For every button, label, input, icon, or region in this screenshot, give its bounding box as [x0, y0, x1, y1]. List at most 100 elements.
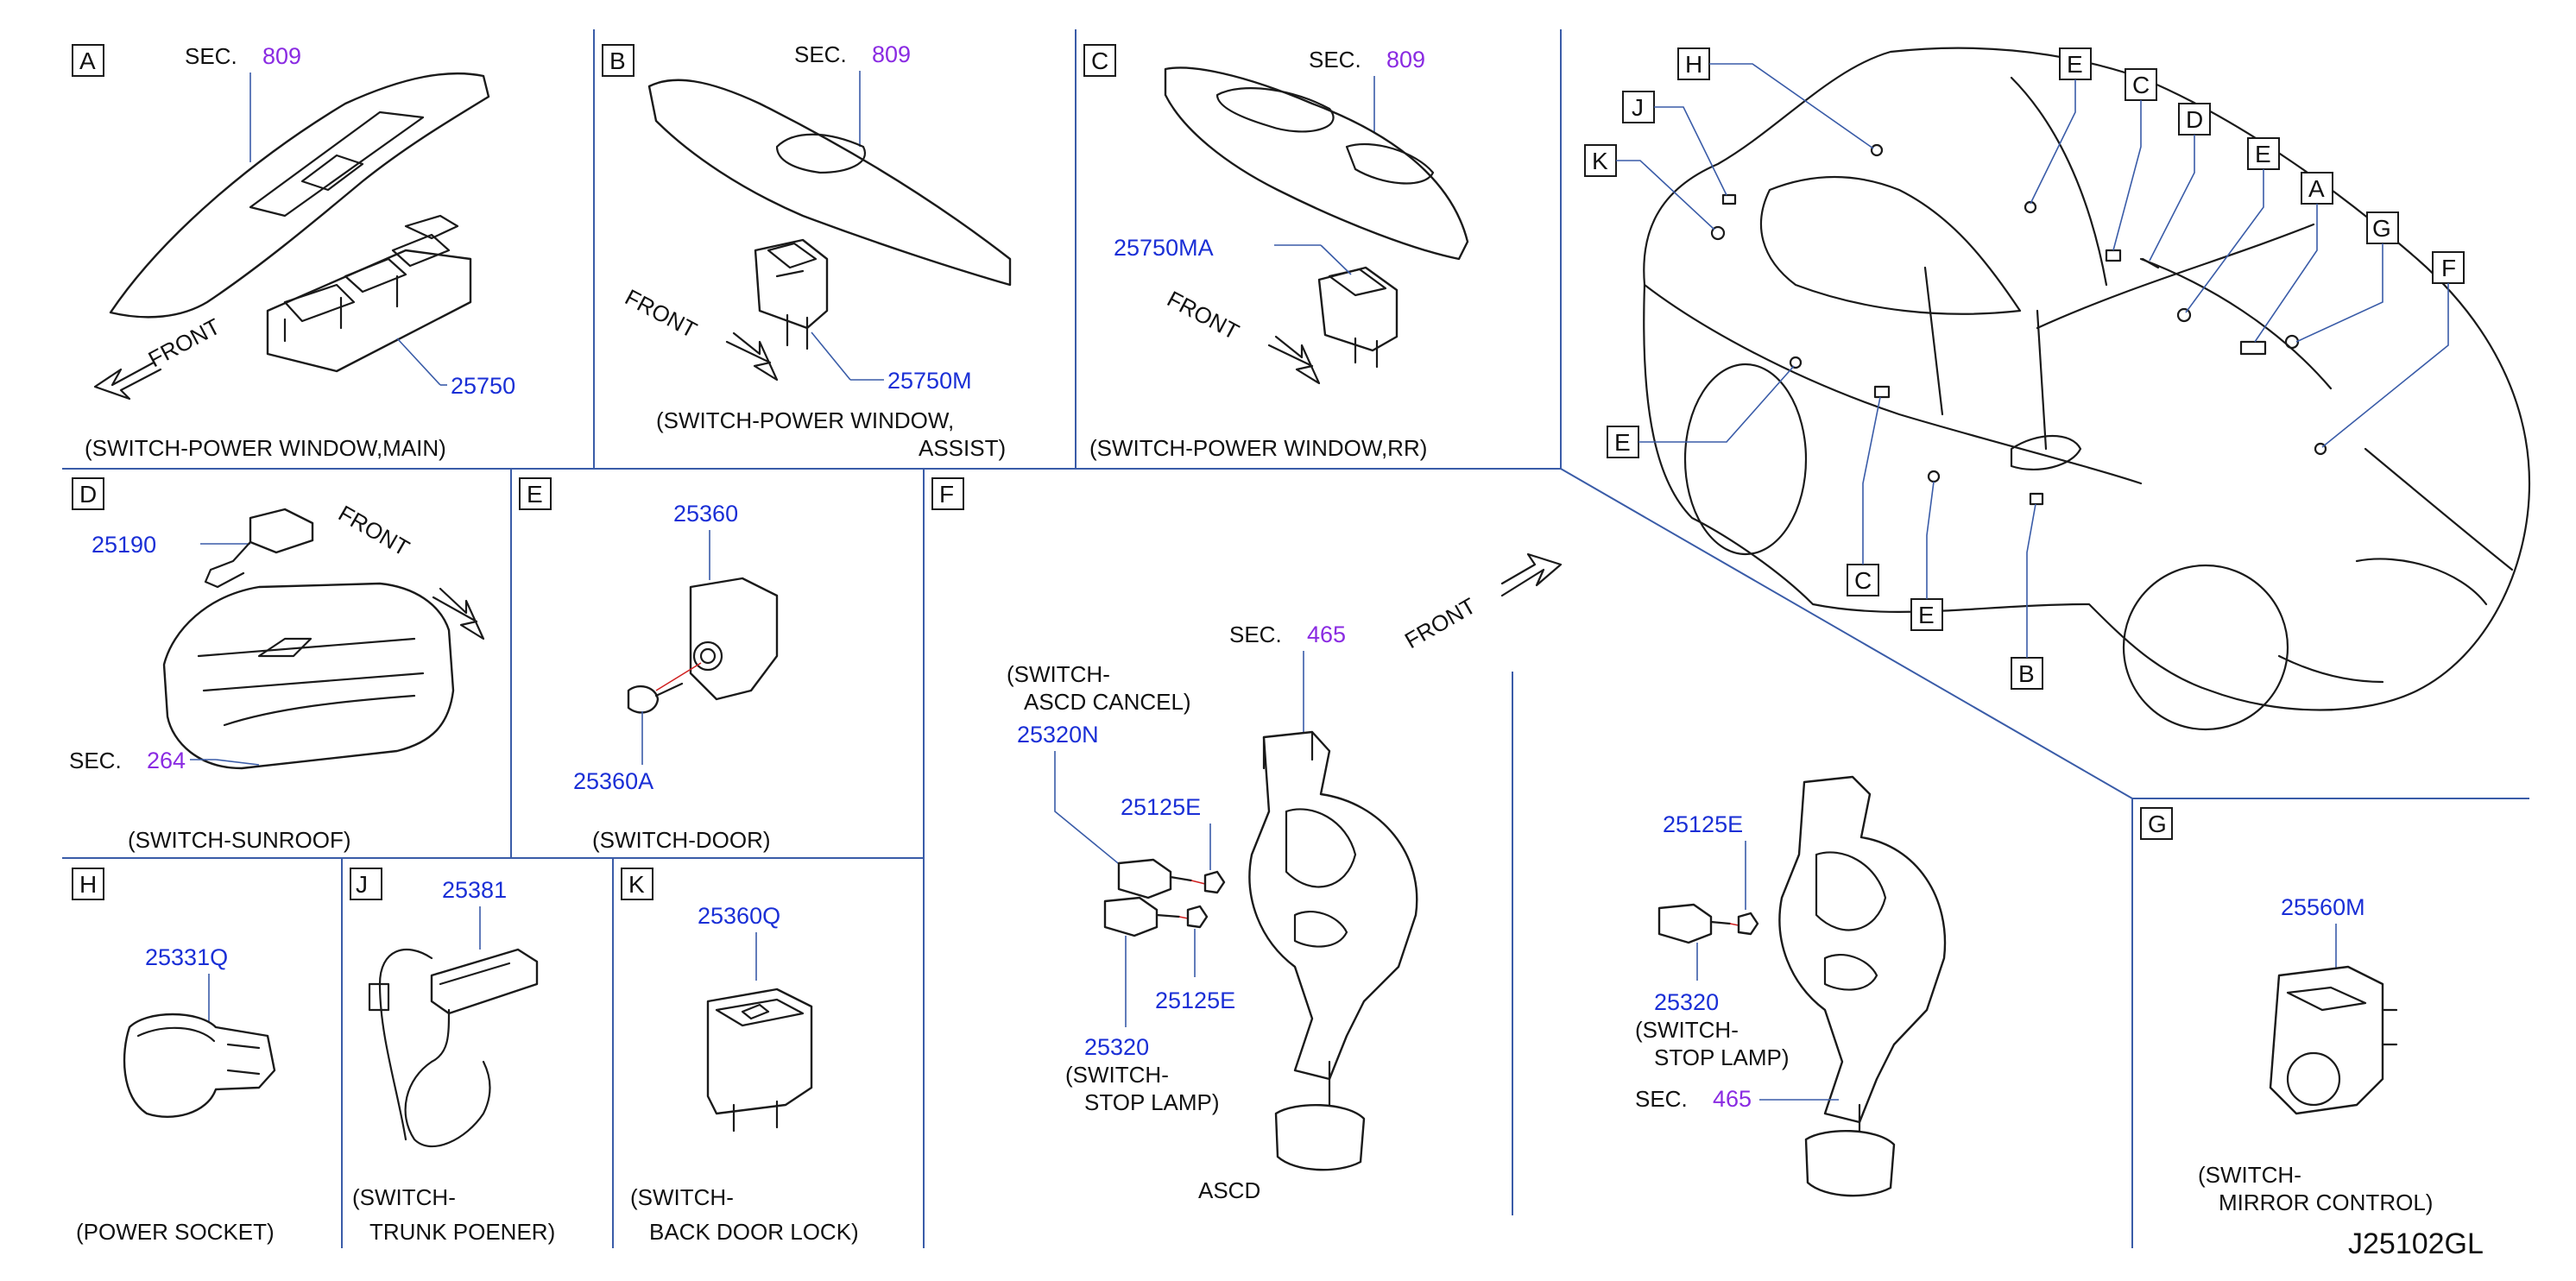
panel-c-sec-no: 809 [1386, 47, 1425, 73]
callout-g: G [2372, 215, 2391, 242]
panel-j-letter: J [356, 871, 368, 898]
panel-g-caption1: (SWITCH- [2198, 1162, 2301, 1188]
brake-pedal-pad-right [1804, 1129, 1896, 1197]
panel-j-caption1: (SWITCH- [352, 1184, 456, 1210]
car-switch-markers [1710, 143, 2327, 506]
panel-f-part-nut1: 25125E [1121, 794, 1201, 820]
panel-h-part: 25331Q [145, 944, 228, 970]
panel-f-cancel1: (SWITCH- [1007, 661, 1110, 687]
panel-k-part: 25360Q [698, 903, 780, 929]
panel-f-r-stop2: STOP LAMP) [1654, 1044, 1790, 1070]
panel-f-front: FRONT [1400, 592, 1481, 653]
panel-d-sec-no: 264 [147, 748, 186, 773]
mirror-control-switch [2269, 965, 2384, 1115]
panel-h: H 25331Q (POWER SOCKET) [72, 868, 276, 1245]
callout-j: J [1632, 94, 1644, 121]
callout-k: K [1592, 148, 1608, 174]
panel-f-part-nut2: 25125E [1155, 988, 1235, 1013]
power-socket [123, 1013, 276, 1118]
panel-j: J 25381 (SWITCH- TRUNK POENER) [350, 868, 555, 1245]
car-body-outline [1643, 47, 2531, 711]
window-switch-main [266, 249, 472, 373]
panel-g-letter: G [2148, 811, 2167, 837]
front-arrow-icon [432, 587, 485, 640]
panel-a-part: 25750 [451, 373, 515, 399]
callout-e-left: E [1614, 429, 1631, 456]
panel-k-letter: K [628, 871, 645, 898]
panel-j-part: 25381 [442, 877, 507, 903]
panel-e-part1: 25360 [673, 501, 738, 527]
panel-c: C SEC. 809 25750MA FRONT (SWITCH-POWER W… [1083, 44, 1469, 461]
panel-d-part: 25190 [92, 532, 156, 558]
callout-c-bottom: C [1854, 567, 1872, 594]
callout-e-mid: E [2255, 141, 2271, 167]
roof-console [162, 582, 455, 770]
panel-c-caption: (SWITCH-POWER WINDOW,RR) [1089, 435, 1427, 461]
panel-f-part-cancel: 25320N [1017, 722, 1099, 748]
panel-c-sec: SEC. [1309, 47, 1361, 73]
front-arrow-icon [1267, 335, 1321, 385]
panel-j-caption2: TRUNK POENER) [369, 1219, 555, 1245]
panel-f-r-part-nut: 25125E [1663, 811, 1743, 837]
front-arrow-icon [1500, 552, 1563, 597]
callout-a: A [2308, 175, 2325, 202]
panel-f-cancel2: ASCD CANCEL) [1024, 689, 1191, 715]
door-switch-screw [627, 685, 660, 714]
panel-e-caption: (SWITCH-DOOR) [592, 827, 771, 853]
panel-f-r-sec-no: 465 [1713, 1086, 1752, 1112]
panel-f-sec-no: 465 [1307, 622, 1346, 647]
panel-f-letter: F [939, 481, 954, 508]
front-arrow-icon [93, 361, 162, 401]
panel-d-sec: SEC. [69, 748, 122, 773]
callout-h: H [1685, 51, 1702, 78]
panel-b-caption1: (SWITCH-POWER WINDOW, [656, 407, 954, 433]
window-switch-assist [754, 238, 829, 330]
panel-b-sec-no: 809 [872, 41, 911, 67]
panel-b-sec: SEC. [794, 41, 847, 67]
panel-d-caption: (SWITCH-SUNROOF) [128, 827, 351, 853]
callout-f: F [2441, 255, 2456, 281]
ascd-cancel-switch [1117, 858, 1172, 899]
panel-f-r-sec: SEC. [1635, 1086, 1688, 1112]
callout-c-top: C [2132, 72, 2150, 98]
door-switch [689, 577, 779, 701]
panel-b-front: FRONT [621, 284, 701, 344]
trunk-opener-harness [404, 1008, 491, 1148]
panel-k: K 25360Q (SWITCH- BACK DOOR LOCK) [621, 868, 859, 1245]
panel-b: B SEC. 809 25750M FRONT (SWITCH-POWER WI… [602, 41, 1012, 461]
panel-b-letter: B [609, 47, 626, 74]
panel-a-front: FRONT [144, 313, 224, 373]
panel-f-stop2: STOP LAMP) [1084, 1089, 1220, 1115]
panel-a-sec: SEC. [185, 43, 237, 69]
panel-f-stop1: (SWITCH- [1065, 1062, 1169, 1088]
panel-c-letter: C [1091, 47, 1108, 74]
panel-g-part: 25560M [2281, 894, 2365, 920]
stop-lamp-switch-ascd [1103, 896, 1159, 937]
window-switch-bezel-assist [647, 79, 1012, 287]
panel-h-caption: (POWER SOCKET) [76, 1219, 275, 1245]
panel-f: F FRONT SEC. 465 (SWITCH- ASCD CANCEL) 2… [931, 477, 1947, 1203]
panel-g-caption2: MIRROR CONTROL) [2219, 1190, 2433, 1215]
panel-b-caption2: ASSIST) [919, 435, 1006, 461]
panel-k-caption1: (SWITCH- [630, 1184, 734, 1210]
brake-pedal-assembly [1778, 775, 1947, 1124]
callout-d: D [2186, 106, 2203, 133]
panel-c-part: 25750MA [1114, 235, 1214, 261]
panel-d-front: FRONT [334, 500, 414, 561]
window-switch-rr [1317, 266, 1398, 352]
sunroof-switch [249, 508, 314, 554]
panel-g: G 25560M (SWITCH- MIRROR CONTROL) [2140, 807, 2433, 1215]
panel-d-letter: D [79, 481, 97, 508]
panel-b-part: 25750M [887, 368, 972, 394]
panel-f-ascd: ASCD [1198, 1177, 1260, 1203]
panel-f-part-stop: 25320 [1084, 1034, 1149, 1060]
trunk-opener-switch [430, 948, 539, 1015]
ascd-cancel-nut [1203, 870, 1226, 894]
panel-h-letter: H [79, 871, 97, 898]
callout-e-bottom: E [1918, 602, 1935, 628]
callout-b: B [2018, 660, 2035, 687]
panel-f-r-part-stop: 25320 [1654, 989, 1719, 1015]
panel-a-caption: (SWITCH-POWER WINDOW,MAIN) [85, 435, 446, 461]
car-overview: H J K E C D E A G F E C [1584, 47, 2531, 731]
